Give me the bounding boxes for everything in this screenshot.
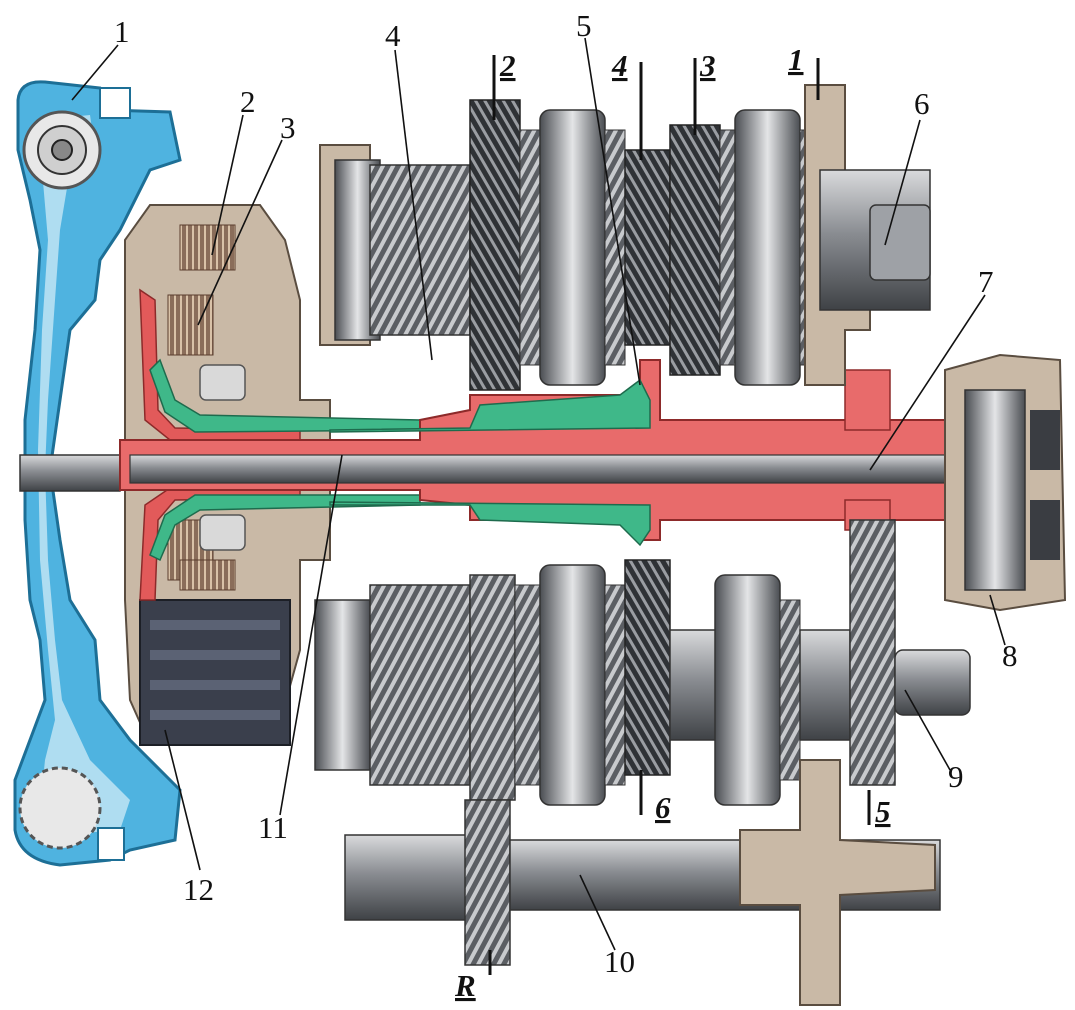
callout-6: 6 [914,86,930,121]
reverse-shaft [344,759,941,1006]
gear-labels: 2 4 3 1 6 5 R [454,42,891,1003]
flywheel-housing [13,80,182,867]
lower-output-gearset [314,519,971,806]
gear-label-5: 5 [875,794,891,829]
gear-label-R: R [454,968,476,1003]
upper-output-gearset [319,84,931,391]
callout-7: 7 [978,264,994,299]
callout-11: 11 [258,810,288,845]
gear-label-3: 3 [699,48,716,83]
callout-8: 8 [1002,638,1018,673]
callout-1: 1 [114,14,130,49]
callout-12: 12 [183,872,214,907]
callout-3: 3 [280,110,296,145]
gear-label-4: 4 [611,48,628,83]
callout-9: 9 [948,759,964,794]
callout-10: 10 [604,944,635,979]
callout-leaders [71,37,1006,951]
gear-label-1: 1 [788,42,804,77]
gear-label-6: 6 [655,790,671,825]
callout-4: 4 [385,18,401,53]
callout-5: 5 [576,8,592,43]
gear-ticks [488,55,871,975]
callout-2: 2 [240,84,256,119]
gear-label-2: 2 [499,48,516,83]
callout-labels: 1 2 3 4 5 6 7 8 9 10 11 12 [114,8,1018,979]
end-casing [944,353,1067,612]
input-stub [19,454,121,492]
